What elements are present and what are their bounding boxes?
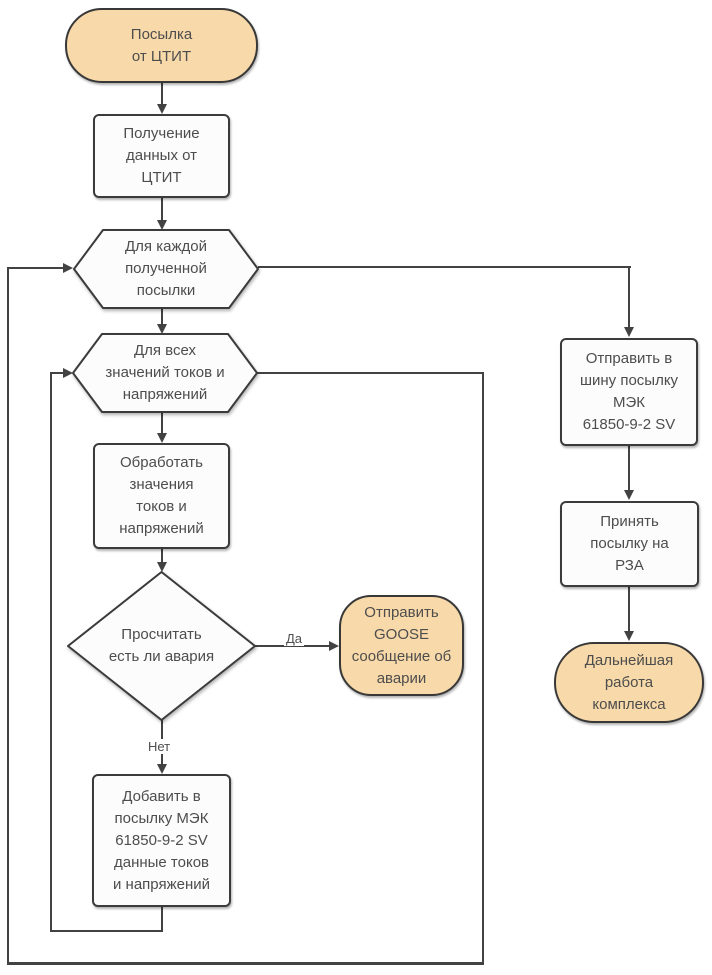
node-send-goose[interactable]: Отправить GOOSE сообщение об аварии [339, 595, 464, 696]
arrowhead-icon [624, 631, 634, 641]
node-receive-rza[interactable]: Принять посылку на РЗА [560, 501, 699, 587]
edge-looppackets-sendbus-h [258, 266, 631, 268]
edge-outerloop-left [7, 267, 9, 965]
node-loop-all-values[interactable]: Для всех значений токов и напряжений [72, 333, 258, 413]
edge-process-decision [161, 549, 163, 564]
node-label: Отправить в шину посылку МЭК 61850-9-2 S… [579, 350, 679, 433]
node-label: Для каждой полученной посылки [125, 238, 207, 299]
diamond-shape-icon [67, 571, 256, 721]
node-label: Отправить GOOSE сообщение об аварии [351, 603, 452, 687]
node-label: Получение данных от ЦТИТ [123, 125, 200, 186]
edge-innerloop-down [161, 907, 163, 932]
edge-sendbus-rza [628, 446, 630, 492]
edge-outerloop-topleft [7, 267, 64, 269]
edge-label-no: Нет [146, 739, 173, 754]
arrowhead-icon [157, 104, 167, 114]
edge-innerloop-top [50, 372, 64, 374]
arrowhead-icon [157, 562, 167, 572]
node-label: Обработать значения токов и напряжений [119, 454, 204, 537]
edge-outerloop-bottom [7, 962, 484, 965]
hexagon-shape-icon [72, 333, 258, 413]
edge-looppackets-loopvalues [161, 308, 163, 326]
node-add-to-packet[interactable]: Добавить в посылку МЭК 61850-9-2 SV данн… [92, 774, 231, 907]
arrowhead-icon [624, 327, 634, 337]
edge-outerloop-right [482, 372, 484, 965]
node-process-values[interactable]: Обработать значения токов и напряжений [93, 443, 230, 549]
arrowhead-icon [157, 220, 167, 230]
node-receive-data[interactable]: Получение данных от ЦТИТ [93, 114, 230, 198]
edge-loopvalues-process [161, 412, 163, 434]
edge-looppackets-sendbus-v [628, 266, 630, 329]
arrowhead-icon [157, 433, 167, 443]
arrowhead-icon [63, 368, 73, 378]
node-label: Просчитать есть ли авария [108, 626, 215, 665]
arrowhead-icon [624, 490, 634, 500]
node-start-terminator[interactable]: Посылка от ЦТИТ [65, 8, 258, 83]
arrowhead-icon [157, 764, 167, 774]
edge-rza-end [628, 587, 630, 633]
edge-innerloop-bottom [50, 930, 163, 932]
node-label: Дальнейшая работа комплекса [584, 651, 674, 713]
edge-start-receive [161, 83, 163, 106]
node-label: Добавить в посылку МЭК 61850-9-2 SV данн… [112, 787, 210, 893]
node-decision-fault[interactable]: Просчитать есть ли авария [67, 571, 256, 721]
edge-outerloop-topright [257, 372, 483, 374]
node-end-terminator[interactable]: Дальнейшая работа комплекса [554, 642, 704, 723]
node-label: Для всех значений токов и напряжений [105, 342, 225, 403]
edge-decision-goose [255, 645, 330, 647]
hexagon-shape-icon [73, 229, 259, 309]
edge-label-yes: Да [284, 631, 305, 646]
edge-innerloop-left [50, 372, 52, 932]
node-loop-each-packet[interactable]: Для каждой полученной посылки [73, 229, 259, 309]
arrowhead-icon [63, 263, 73, 273]
arrowhead-icon [157, 324, 167, 334]
node-label: Посылка от ЦТИТ [130, 25, 193, 65]
node-send-to-bus[interactable]: Отправить в шину посылку МЭК 61850-9-2 S… [560, 338, 698, 446]
edge-receive-looppackets [161, 198, 163, 221]
arrowhead-icon [329, 641, 339, 651]
node-label: Принять посылку на РЗА [590, 513, 669, 574]
